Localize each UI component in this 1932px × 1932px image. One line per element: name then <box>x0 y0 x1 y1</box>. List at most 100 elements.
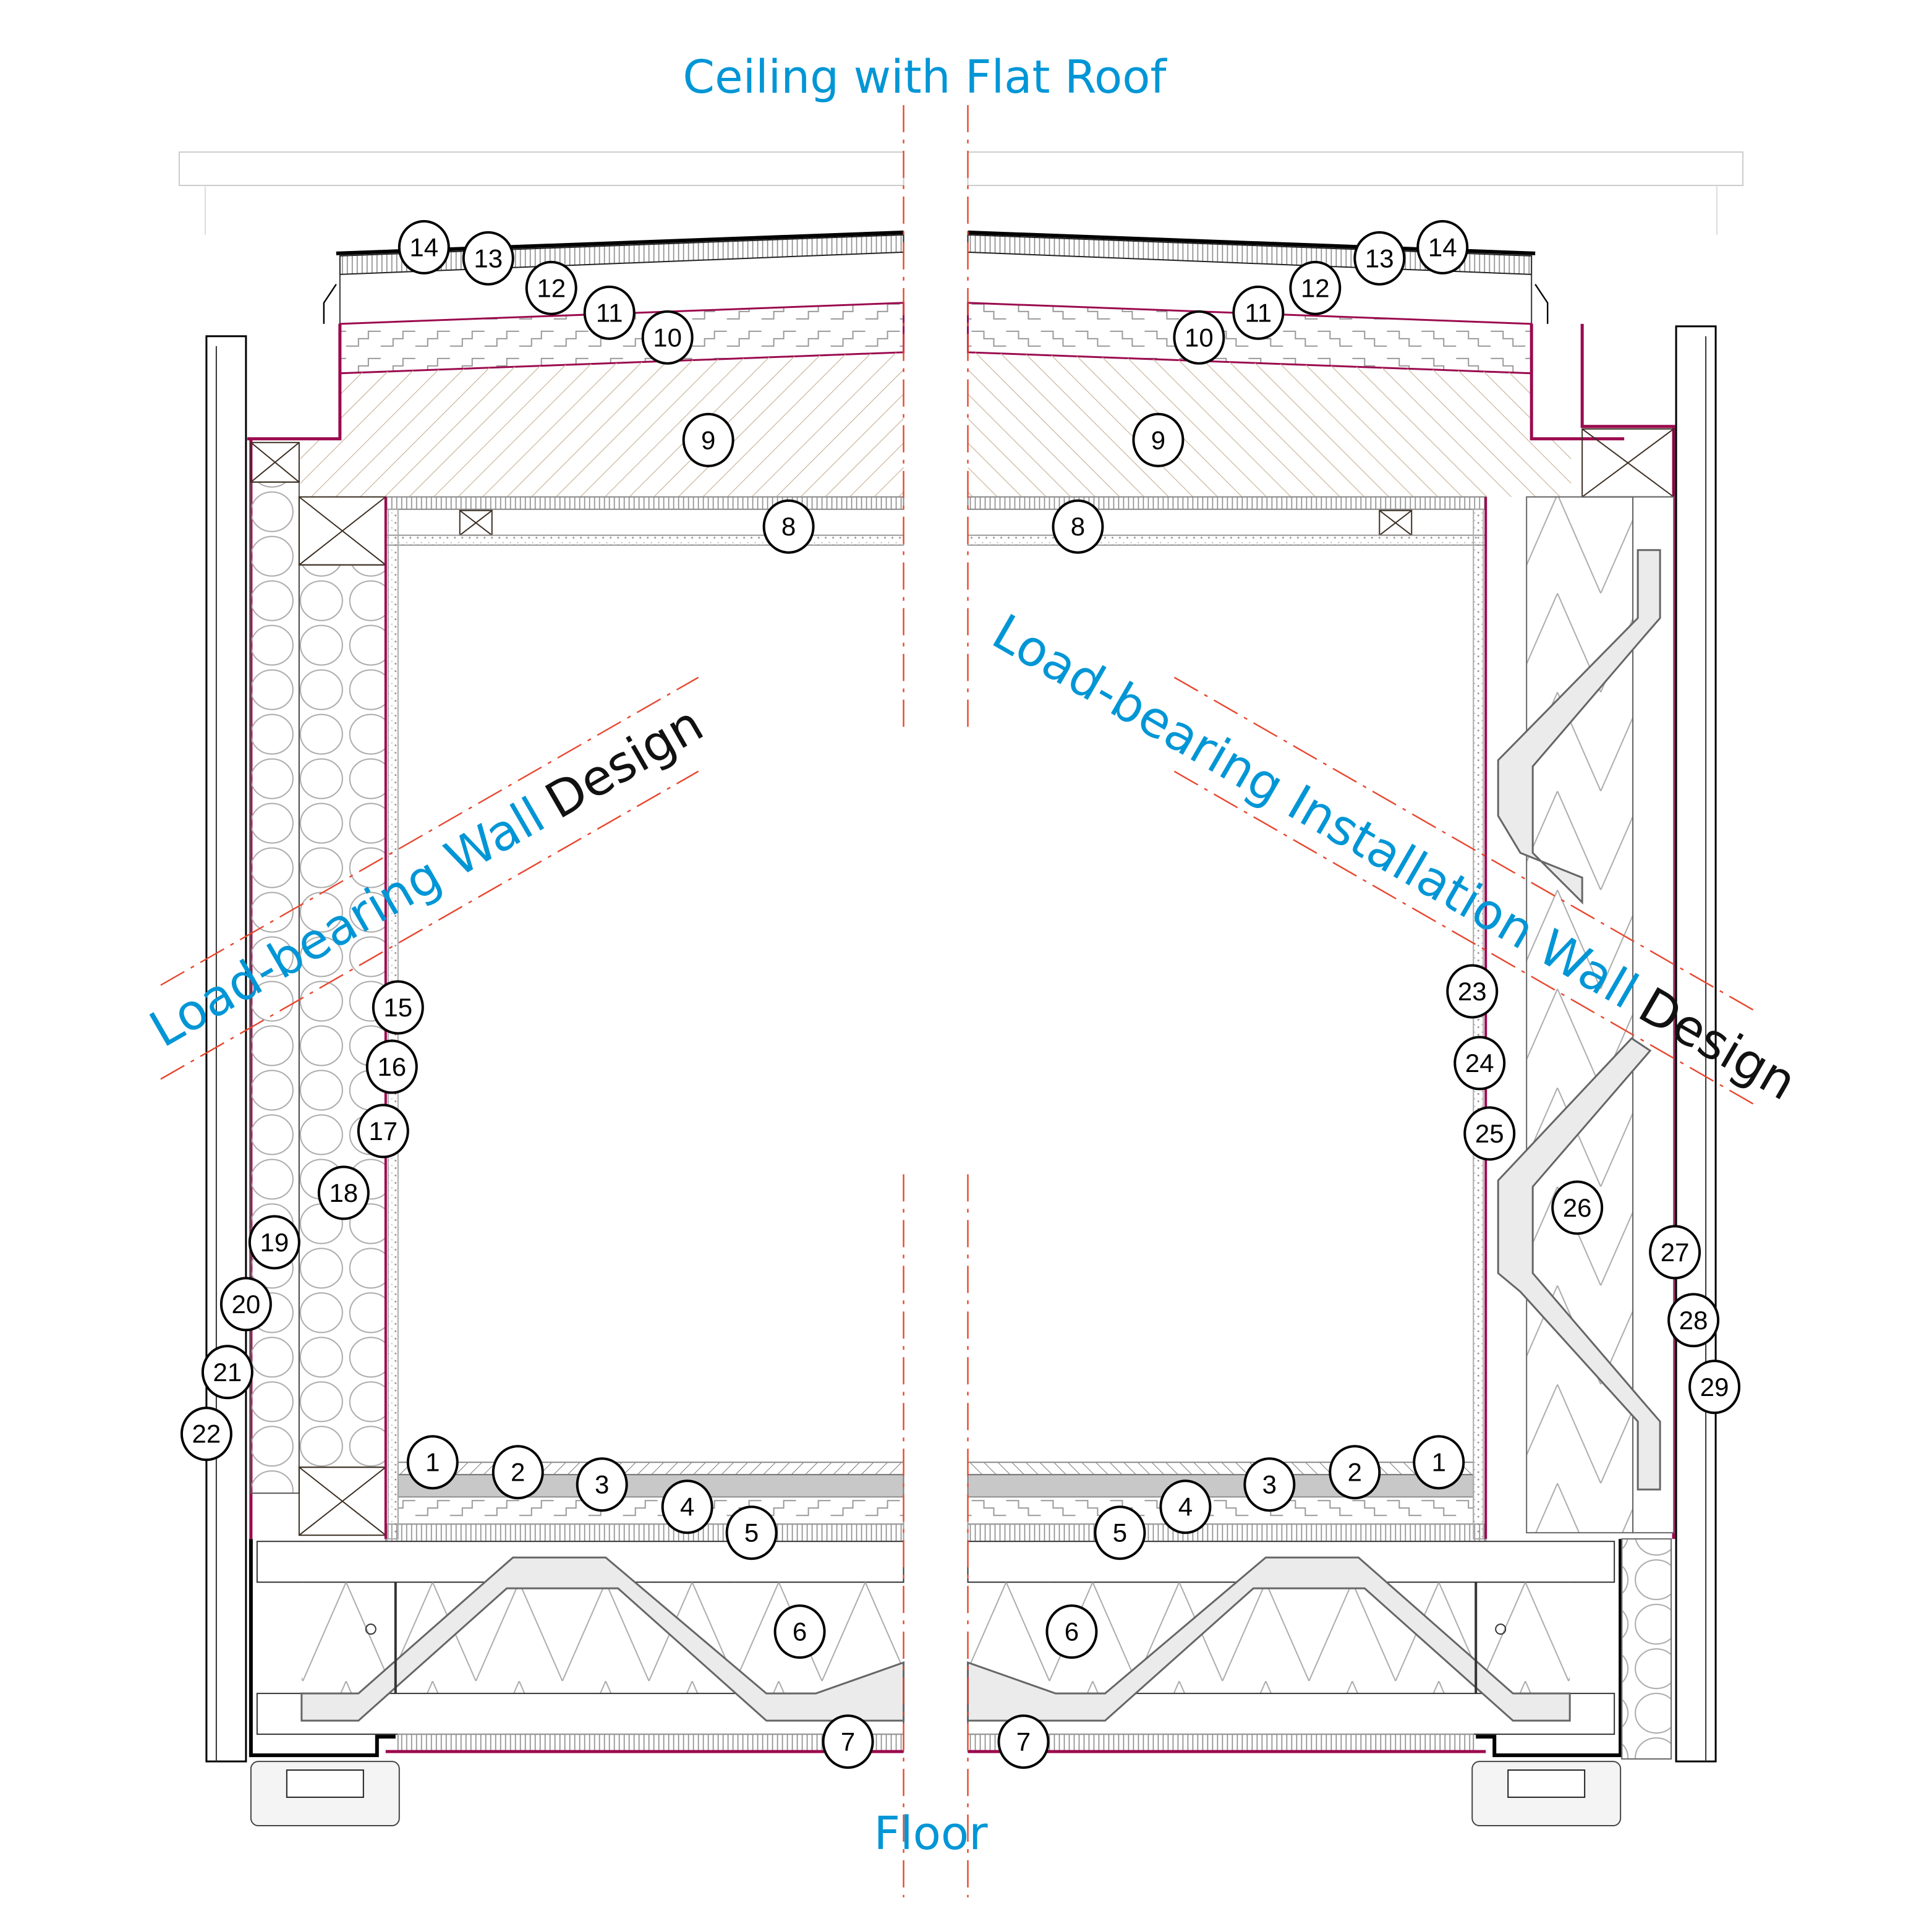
callout-circle <box>406 1435 459 1490</box>
callout-left-16: 17 <box>357 1104 409 1159</box>
callout-left-0: 14 <box>398 219 450 274</box>
callout-number: 20 <box>232 1290 261 1319</box>
callout-circle <box>1353 231 1406 286</box>
callout-right-13: 7 <box>997 1714 1050 1769</box>
callout-left-19: 20 <box>219 1277 272 1332</box>
callout-number: 1 <box>1432 1448 1446 1477</box>
callout-circle <box>1463 1106 1516 1161</box>
callout-circle <box>1132 412 1185 467</box>
callout-number: 21 <box>213 1358 242 1387</box>
callout-circle <box>1243 1457 1296 1512</box>
callout-right-17: 26 <box>1551 1180 1604 1235</box>
callout-right-9: 3 <box>1243 1457 1296 1512</box>
callout-circle <box>1173 310 1225 365</box>
callout-number: 8 <box>781 512 796 541</box>
callout-left-7: 1 <box>406 1435 459 1490</box>
callout-right-4: 10 <box>1173 310 1225 365</box>
callout-number: 9 <box>701 425 715 454</box>
callout-left-9: 3 <box>576 1457 628 1512</box>
callout-right-11: 5 <box>1094 1505 1146 1560</box>
callout-number: 16 <box>377 1052 406 1081</box>
callout-number: 4 <box>1178 1492 1193 1521</box>
callout-number: 7 <box>841 1727 855 1756</box>
callout-number: 7 <box>1016 1727 1031 1756</box>
callout-right-12: 6 <box>1045 1604 1098 1659</box>
callout-left-15: 16 <box>365 1039 418 1094</box>
callout-circle <box>682 412 734 467</box>
callout-number: 11 <box>596 298 623 327</box>
callout-right-0: 14 <box>1416 219 1469 274</box>
callout-circle <box>219 1277 272 1332</box>
callout-circle <box>357 1104 409 1159</box>
callout-right-7: 1 <box>1413 1435 1465 1490</box>
callout-circle <box>462 231 514 286</box>
callout-left-6: 8 <box>762 499 815 554</box>
callout-number: 11 <box>1245 298 1272 327</box>
callout-left-1: 13 <box>462 231 514 286</box>
callout-number: 19 <box>260 1228 289 1257</box>
title-floor: Floor <box>874 1807 989 1860</box>
title-ceiling-flat-roof: Ceiling with Flat Roof <box>683 51 1167 104</box>
callout-left-20: 21 <box>201 1345 253 1400</box>
callout-right-19: 28 <box>1667 1293 1720 1348</box>
callout-circle <box>317 1165 370 1220</box>
callout-right-2: 12 <box>1289 260 1342 315</box>
callout-number: 18 <box>329 1178 358 1207</box>
callout-number: 10 <box>653 323 682 352</box>
callout-right-8: 2 <box>1329 1445 1381 1500</box>
callout-left-8: 2 <box>492 1445 544 1500</box>
callout-left-11: 5 <box>725 1505 778 1560</box>
callout-right-14: 23 <box>1446 964 1499 1019</box>
callout-circle <box>1551 1180 1604 1235</box>
callout-circle <box>1289 260 1342 315</box>
callout-number: 27 <box>1661 1238 1690 1267</box>
callout-circle <box>248 1215 300 1270</box>
callout-number: 12 <box>537 273 566 302</box>
callout-number: 26 <box>1563 1193 1592 1222</box>
callout-circle <box>1232 285 1285 340</box>
callout-circle <box>725 1505 778 1560</box>
callout-number: 23 <box>1458 977 1487 1006</box>
callout-circle <box>365 1039 418 1094</box>
callout-circle <box>661 1479 713 1534</box>
callout-number: 8 <box>1071 512 1085 541</box>
callout-number: 14 <box>409 232 438 262</box>
callout-right-20: 29 <box>1688 1360 1741 1415</box>
callout-number: 6 <box>793 1617 807 1646</box>
callout-number: 25 <box>1475 1119 1504 1148</box>
callout-circle <box>1446 964 1499 1019</box>
callout-circle <box>1159 1479 1212 1534</box>
callout-left-5: 9 <box>682 412 734 467</box>
callout-number: 6 <box>1065 1617 1079 1646</box>
callout-circle <box>1413 1435 1465 1490</box>
callout-circle <box>583 285 636 340</box>
title-left-black: Design <box>536 695 713 830</box>
callout-circle <box>492 1445 544 1500</box>
callout-left-14: 15 <box>372 980 424 1035</box>
callout-circle <box>997 1714 1050 1769</box>
callout-number: 2 <box>1348 1458 1362 1487</box>
callout-number: 24 <box>1465 1049 1494 1078</box>
callout-circle <box>1688 1360 1741 1415</box>
callout-left-10: 4 <box>661 1479 713 1534</box>
callout-left-13: 7 <box>822 1714 874 1769</box>
callout-right-18: 27 <box>1649 1225 1701 1280</box>
callout-number: 13 <box>474 244 503 273</box>
callout-circle <box>773 1604 826 1659</box>
callout-circle <box>1052 499 1104 554</box>
callout-number: 2 <box>511 1458 525 1487</box>
callout-circle <box>180 1406 232 1462</box>
callout-circle <box>1453 1036 1506 1091</box>
callout-circle <box>398 219 450 274</box>
callout-circle <box>822 1714 874 1769</box>
callout-number: 1 <box>425 1448 440 1477</box>
callout-number: 4 <box>680 1492 694 1521</box>
callout-left-17: 18 <box>317 1165 370 1220</box>
callout-circle <box>641 310 694 365</box>
callout-circle <box>1329 1445 1381 1500</box>
callout-number: 5 <box>1113 1518 1127 1547</box>
callout-number: 10 <box>1185 323 1214 352</box>
callout-left-2: 12 <box>525 260 577 315</box>
callout-left-4: 10 <box>641 310 694 365</box>
